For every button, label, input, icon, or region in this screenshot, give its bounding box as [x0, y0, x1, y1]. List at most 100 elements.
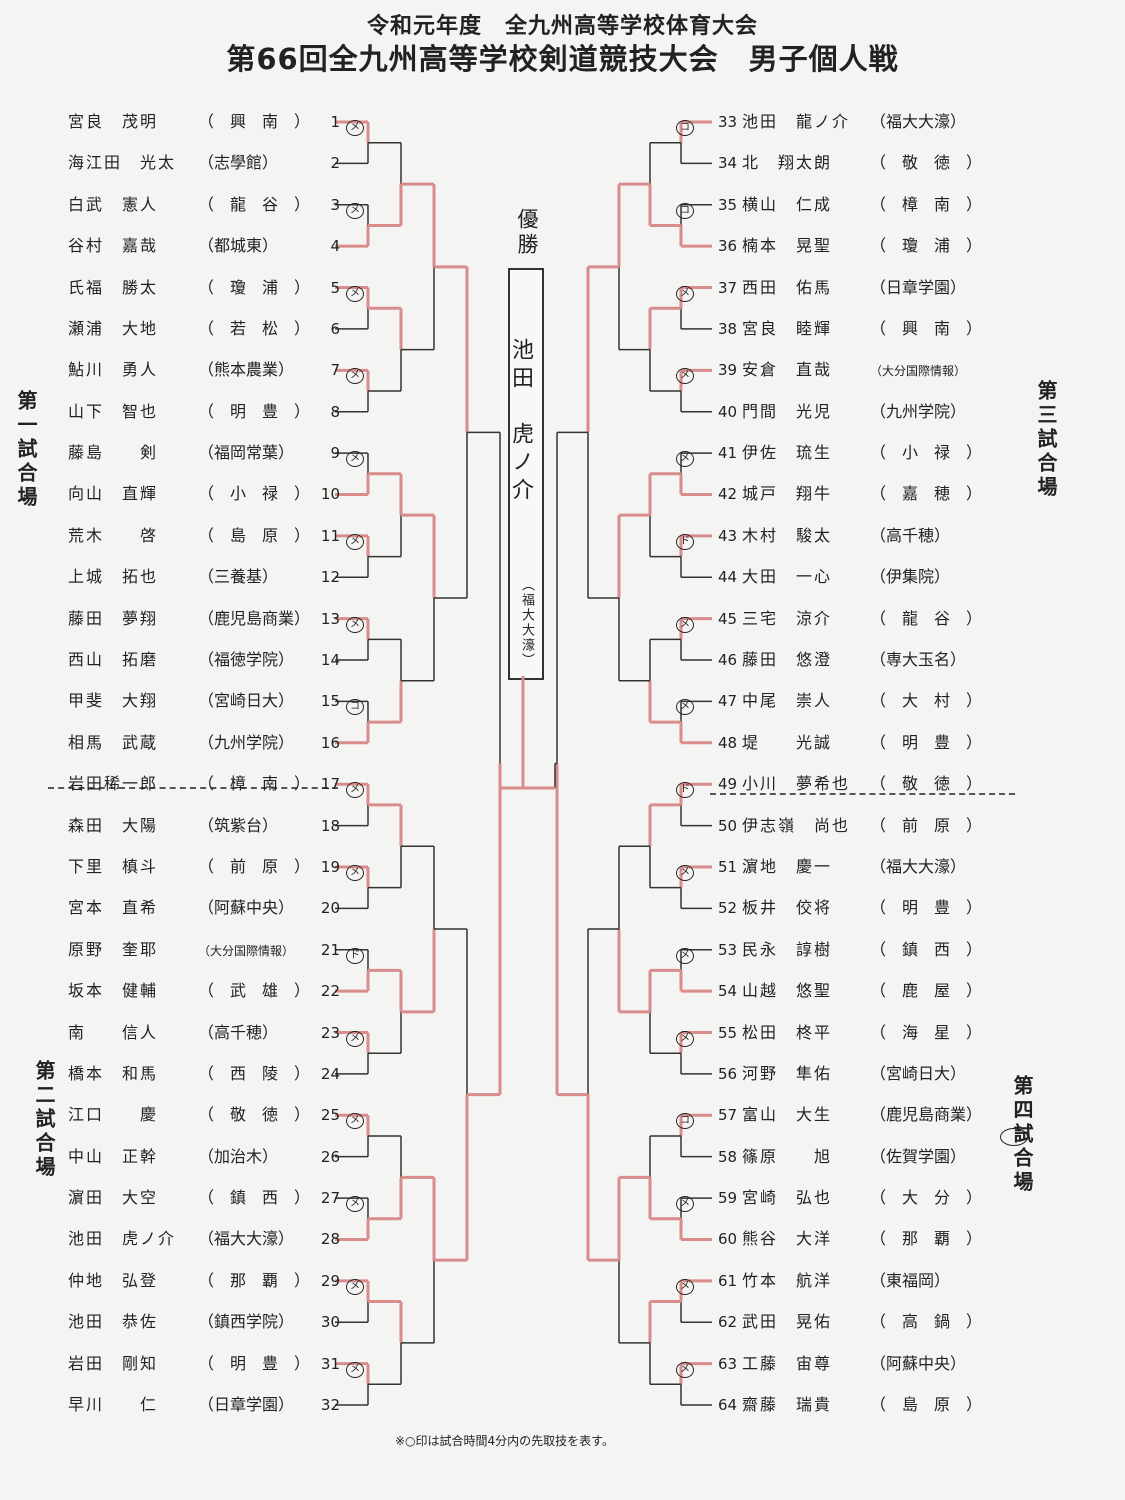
player-name: 向山 直輝 — [68, 484, 159, 504]
winning-technique-mark: メ — [346, 1361, 364, 1378]
winning-technique-mark: ド — [676, 782, 694, 799]
player-number: 16 — [320, 733, 340, 752]
player-entry-left: 池田 恭佐（鎮西学院）30 — [68, 1312, 340, 1332]
tournament-title: 第66回全九州高等学校剣道競技大会 男子個人戦 — [226, 42, 899, 76]
player-school: （ 前 原 ） — [870, 815, 983, 835]
player-number: 54 — [718, 982, 738, 1001]
venue-1-label: 第一試合場 — [14, 390, 38, 510]
player-number: 60 — [718, 1230, 738, 1249]
player-name: 池田 恭佐 — [68, 1312, 159, 1332]
player-name: 江口 慶 — [68, 1105, 159, 1125]
player-school: （ 鎮 西 ） — [870, 939, 983, 959]
player-name: 堤 光誠 — [742, 732, 833, 752]
player-school: （阿蘇中央） — [198, 898, 295, 918]
player-number: 11 — [320, 526, 340, 545]
player-name: 大田 一心 — [742, 567, 833, 587]
player-entry-left: 池田 虎ノ介（福大大濠）28 — [68, 1229, 340, 1249]
player-number: 39 — [718, 361, 738, 380]
player-school: （九州学院） — [870, 401, 967, 421]
player-name: 工藤 宙尊 — [742, 1353, 833, 1373]
player-number: 63 — [718, 1354, 738, 1373]
player-name: 岩田 剛知 — [68, 1353, 159, 1373]
player-number: 6 — [330, 319, 340, 338]
player-school: （ 瓊 浦 ） — [198, 277, 311, 297]
player-name: 武田 晃佑 — [742, 1312, 833, 1332]
player-number: 59 — [718, 1189, 738, 1208]
venue-2-label: 第二試合場 — [32, 1060, 56, 1180]
player-entry-left: 江口 慶（ 敬 徳 ）25 — [68, 1105, 340, 1125]
player-entry-left: 橋本 和馬（ 西 陵 ）24 — [68, 1064, 340, 1084]
winning-technique-mark: ド — [676, 533, 694, 550]
winning-technique-mark: メ — [346, 1030, 364, 1047]
event-title: 令和元年度 全九州高等学校体育大会 — [366, 14, 758, 39]
player-number: 34 — [718, 154, 738, 173]
player-name: 相馬 武蔵 — [68, 732, 159, 752]
player-school: （九州学院） — [198, 732, 295, 752]
player-school: （ 西 陵 ） — [198, 1063, 311, 1083]
player-school: （ 樟 南 ） — [870, 194, 983, 214]
player-school: （ 樟 南 ） — [198, 774, 311, 794]
winning-technique-mark: メ — [676, 1278, 694, 1295]
player-name: 海江田 光太 — [68, 153, 177, 173]
winning-technique-mark: メ — [676, 699, 694, 716]
player-entry-left: 坂本 健輔（ 武 雄 ）22 — [68, 981, 340, 1001]
player-number: 26 — [320, 1147, 340, 1166]
player-number: 57 — [718, 1106, 738, 1125]
player-school: （ 海 星 ） — [870, 1022, 983, 1042]
player-school: （大分国際情報） — [198, 943, 295, 958]
player-school: （ 小 禄 ） — [870, 443, 983, 463]
player-number: 10 — [320, 485, 340, 504]
player-school: （熊本農業） — [198, 360, 295, 380]
player-name: 鮎川 勇人 — [68, 360, 159, 380]
player-name: 横山 仁成 — [742, 194, 833, 214]
player-number: 48 — [718, 733, 738, 752]
player-name: 白武 憲人 — [68, 194, 159, 214]
player-name: 三宅 涼介 — [742, 608, 833, 628]
player-name: 上城 拓也 — [68, 567, 159, 587]
winning-technique-mark: メ — [346, 120, 364, 136]
winning-technique-mark: コ — [346, 699, 364, 716]
player-number: 29 — [320, 1271, 340, 1290]
winning-technique-mark: コ — [676, 120, 694, 136]
player-entry-left: 谷村 嘉哉（都城東）4 — [68, 236, 340, 256]
circle-legend-icon — [1000, 1128, 1028, 1146]
player-number: 3 — [330, 195, 340, 214]
player-number: 27 — [320, 1189, 340, 1208]
player-number: 41 — [718, 444, 738, 463]
champion-label: 優勝 — [515, 208, 539, 258]
player-name: 中山 正幹 — [68, 1146, 159, 1166]
player-school: （宮崎日大） — [870, 1063, 967, 1083]
winning-technique-mark: メ — [346, 616, 364, 633]
player-name: 山下 智也 — [68, 401, 159, 421]
player-number: 62 — [718, 1313, 738, 1332]
player-school: （鎮西学院） — [198, 1312, 295, 1332]
player-name: 藤田 夢翔 — [68, 608, 159, 628]
player-school: （ 高 鍋 ） — [870, 1312, 983, 1332]
player-entry-left: 藤島 剣（福岡常葉）9 — [68, 443, 340, 463]
winning-technique-mark: コ — [676, 1113, 694, 1130]
player-name: 瀬浦 大地 — [68, 318, 159, 338]
player-number: 49 — [718, 775, 738, 794]
player-name: 岩田稀一郎 — [68, 774, 159, 794]
player-school: （佐賀学園） — [870, 1146, 967, 1166]
player-entry-left: 宮本 直希（阿蘇中央）20 — [68, 898, 340, 918]
player-school: （福大大濠） — [870, 856, 967, 876]
player-school: （福大大濠） — [198, 1229, 295, 1249]
player-entry-left: 白武 憲人（ 龍 谷 ）3 — [68, 195, 340, 215]
footnote: ※○印は試合時間4分内の先取技を表す。 — [395, 1434, 614, 1448]
player-number: 52 — [718, 899, 738, 918]
winning-technique-mark: メ — [676, 1361, 694, 1378]
player-school: （ 龍 谷 ） — [870, 608, 983, 628]
player-number: 64 — [718, 1396, 738, 1414]
